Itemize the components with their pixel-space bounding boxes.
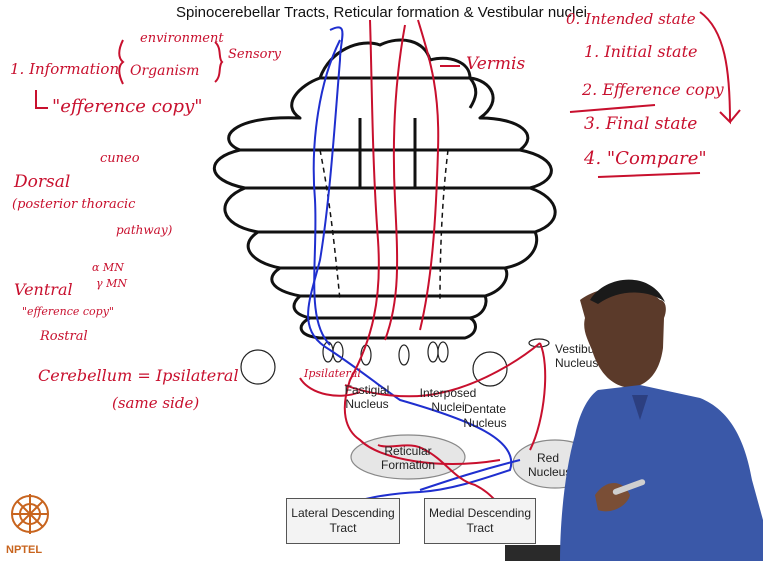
nptel-logo-icon	[8, 490, 52, 538]
nptel-logo-text: NPTEL	[6, 544, 42, 556]
